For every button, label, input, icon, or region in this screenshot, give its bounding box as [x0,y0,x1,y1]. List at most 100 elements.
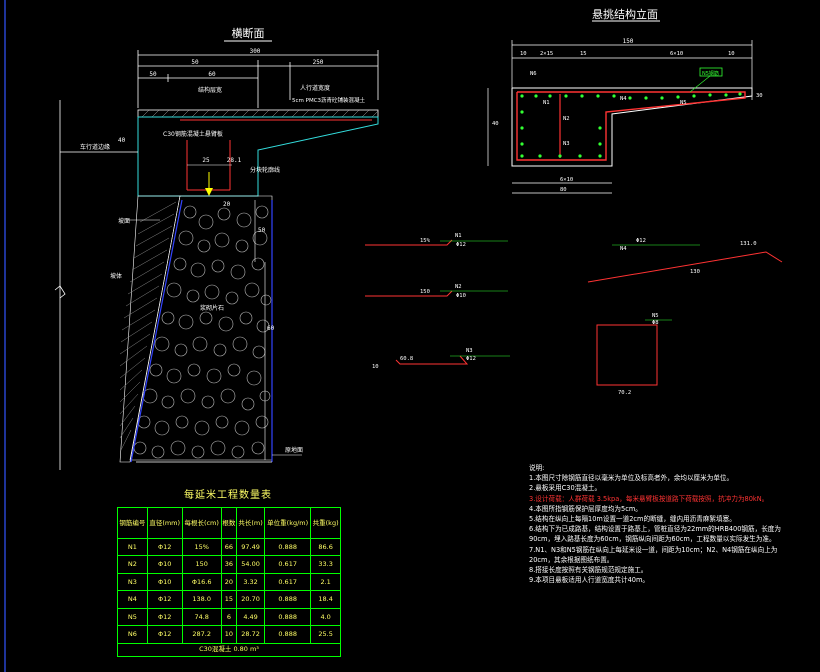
note-item: 7.N1、N3和N5钢筋在纵向上每延米设一道，间距为10cm；N2、N4钢筋在纵… [529,545,778,564]
table-cell: N6 [117,625,148,644]
beam-callout-leader [689,75,711,93]
table-cell: N5 [117,607,148,627]
beam-side-b: 30 [756,93,763,99]
table-cell: 66 [220,537,238,557]
rebar-n5-len: 70.2 [618,390,631,396]
beam-tag-n1: N1 [543,100,550,106]
rebar-n2-dia: Φ10 [456,293,466,299]
rebar-n3-len: 60.8 [400,356,413,362]
label-slope-left: 坡面 [118,217,130,225]
marker-arrow [205,188,213,196]
dim-mid-a: 25 [202,157,210,164]
note-item: 4.本图所指钢筋保护层厚度均为5cm。 [529,504,642,513]
table-cell: N1 [117,537,148,557]
rebar-n2-id: N2 [455,284,462,290]
note-item: 5.结构在纵向上每隔10m设置一道2cm的断缝，缝内用沥青麻絮填塞。 [529,515,736,524]
rebar-n1-id: N1 [455,233,462,239]
break-symbol [54,285,66,299]
col-header: 每根长(cm) [181,507,222,539]
pavement-hatch [141,109,379,118]
table-row: N5 Φ12 74.8 6 4.49 0.888 4.0 [117,607,341,627]
table-row: N3 Φ10 Φ16.6 20 3.32 0.617 2.1 [117,572,341,592]
cross-section: 横断面 300 50 250 50 60 结构层宽 人行道宽度 5cm PMC3… [54,26,379,470]
beam-dim-a: 10 [520,51,527,57]
rebar-n5-id: N5 [652,313,659,319]
slope-hatch [119,201,177,451]
note-item: 9.本项目悬板适用人行道宽度共计40m。 [529,576,650,585]
table-cell: 4.49 [236,607,266,627]
table-cell: 15% [181,537,222,557]
dim-total: 300 [250,48,261,55]
label-deck: C30钢筋混凝土悬臂板 [163,130,223,138]
dim-mid-c: 20 [223,201,231,208]
cross-section-dim-lines [137,50,379,108]
rebar-n5-shape [596,324,658,386]
note-item-highlight: 3.设计荷载：人群荷载 3.5kpa，每米悬臂板按道路下荷载按照，抗冲力为80k… [529,494,769,503]
rebar-n4-dia: Φ12 [636,238,646,244]
table-cell: Φ12 [146,590,183,609]
table-row: N1 Φ12 15% 66 97.49 0.888 86.6 [117,537,341,557]
beam-dim-c: 15 [580,51,587,57]
note-item: 8.搭接长度按照有关钢筋规范规定施工。 [529,566,648,575]
beam-tag-n4: N4 [620,96,627,102]
note-item: 6.结构下为已成路基，结构设置于路基上，管桩直径为22mm的HRB400钢筋，长… [529,525,781,544]
notes-title: 说明: [529,464,545,472]
label-struct-layer: 结构层宽 [198,86,222,94]
table-cell: 10 [220,625,238,644]
table-total-cell: C30混凝土 0.80 m³ [117,642,341,658]
beam-rebar-cage [516,91,746,161]
col-header: 直径(mm) [146,507,183,539]
dim-side-a: 40 [118,137,126,144]
beam-callout: N5钢筋 [702,70,719,77]
table-cell: Φ12 [146,625,183,644]
rebar-n4-id: N4 [620,246,627,252]
rebar-n2-shape [365,290,453,297]
beam-rebar-dots [520,92,742,158]
table-cell: Φ12 [146,607,183,627]
rebar-n3-foot: 10 [372,364,379,370]
beam-tag-n6: N6 [530,71,537,77]
table-cell: 3.32 [236,572,266,592]
quantity-table-header: 钢筋编号 直径(mm) 每根长(cm) 根数 共长(m) 单位重(kg/m) 共… [117,507,341,539]
label-slope-body: 坡体 [110,272,122,280]
rebar-n1-shape [365,239,453,246]
rebar-n5-dia: Φ8 [652,320,659,326]
notes-block: 说明: 1.本图尺寸除钢筋直径以毫米为单位及标高者外，余均以厘米为单位。 2.悬… [529,463,801,585]
cantilever-outline [137,116,379,197]
table-row: N2 Φ10 150 36 54.00 0.617 33.3 [117,555,341,574]
table-cell: 97.49 [236,537,266,557]
table-cell: 20 [220,572,238,592]
table-cell: 54.00 [236,555,266,574]
rebar-n4-extra: 131.0 [740,241,757,247]
beam-dim-d: 6×10 [670,51,683,57]
table-cell: 25.5 [310,625,341,644]
quantity-table: 钢筋编号 直径(mm) 每根长(cm) 根数 共长(m) 单位重(kg/m) 共… [117,507,341,658]
table-cell: 0.617 [264,572,312,592]
label-ground: 原地面 [285,446,303,454]
rebar-n2-len: 150 [420,289,430,295]
rebar-n1-len: 15% [420,238,431,244]
col-header: 单位重(kg/m) [264,507,312,539]
blue-boundary-left [130,199,183,463]
table-cell: N2 [117,555,148,574]
beam-tags: N1 N2 N3 N4 N5 N6 [530,71,687,147]
beam-section-title: 悬挑结构立面 [592,7,658,21]
table-cell: 0.888 [264,590,312,609]
table-cell: 138.0 [181,590,222,609]
beam-total: 150 [623,38,634,45]
table-cell: 33.3 [310,555,341,574]
table-cell: 0.888 [264,607,312,627]
dim-left-b: 60 [208,71,216,78]
dim-right: 250 [313,59,324,66]
col-header: 根数 [220,507,238,539]
quantity-table-title: 每延米工程数量表 [184,490,272,501]
note-item: 1.本图尺寸除钢筋直径以毫米为单位及标高者外，余均以厘米为单位。 [529,474,734,483]
table-cell: 36 [220,555,238,574]
beam-bottom-dims: 6×10 [560,177,573,183]
table-cell: 2.1 [310,572,341,592]
beam-tag-n3: N3 [563,141,570,147]
table-cell: 86.6 [310,537,341,557]
dim-left: 50 [191,59,199,66]
label-split-line: 分块轮廓线 [250,166,280,174]
table-cell: Φ16.6 [181,572,222,592]
